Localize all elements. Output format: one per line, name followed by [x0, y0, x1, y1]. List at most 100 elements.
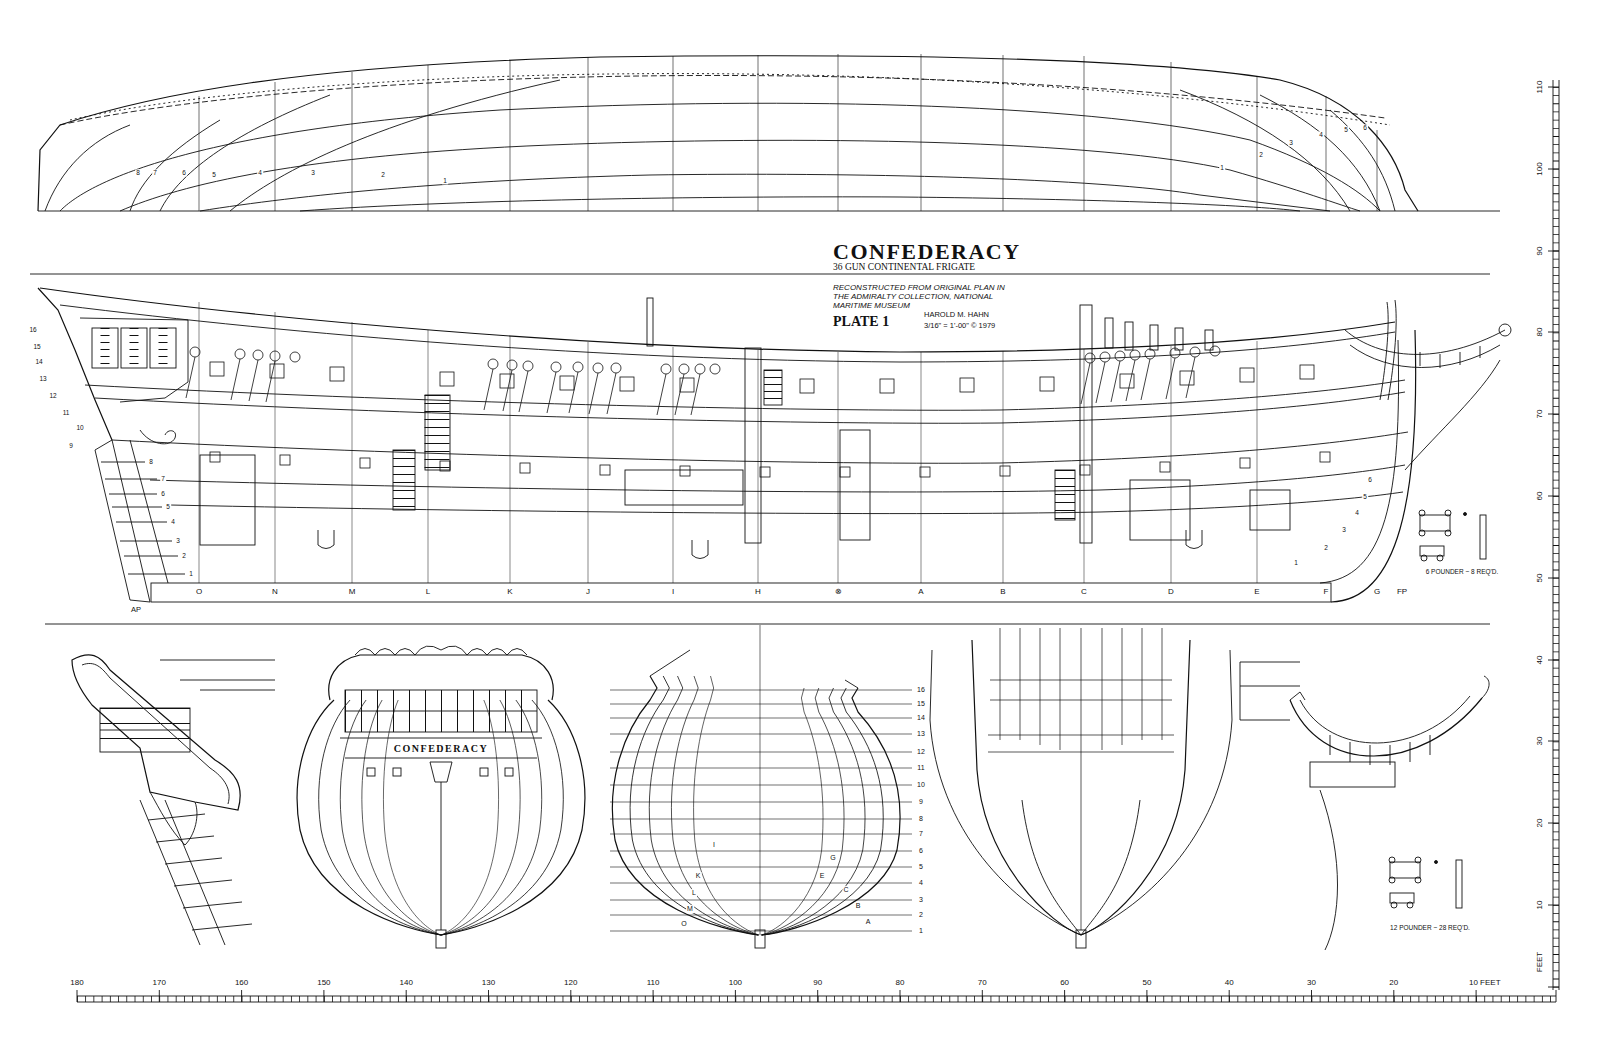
section-letter: G	[829, 854, 836, 862]
scale-number: 70	[1536, 409, 1545, 420]
station-letter: J	[585, 588, 591, 597]
scale-number: 150	[316, 979, 331, 988]
line-number: 5	[1362, 493, 1368, 500]
line-number: 11	[62, 409, 71, 416]
scale-number: 10	[1536, 900, 1545, 911]
half-breadth-plan	[38, 54, 1500, 211]
waterline-number: 16	[916, 686, 926, 694]
scale-number: 50	[1141, 979, 1152, 988]
scale-number: 100	[728, 979, 743, 988]
section-letter: L	[691, 889, 697, 897]
line-number: 6	[1362, 124, 1368, 131]
scale-number: 40	[1224, 979, 1235, 988]
frame-lines	[30, 274, 1490, 624]
scale-number: 50	[1536, 572, 1545, 583]
scale-number: 100	[1536, 161, 1545, 176]
station-letter: O	[195, 588, 203, 597]
scale-number: 70	[977, 979, 988, 988]
station-letter: AP	[130, 606, 142, 614]
station-letter: C	[1080, 588, 1088, 597]
gun-6-pounder-icon	[1419, 510, 1486, 561]
scale-number: 10 FEET	[1468, 979, 1502, 988]
waterline-number: 8	[918, 815, 924, 823]
line-number: 3	[1288, 139, 1294, 146]
line-number: 13	[38, 375, 47, 382]
scale-number: 40	[1536, 654, 1545, 665]
scale-bars	[77, 80, 1559, 1002]
subtitle: 36 GUN CONTINENTAL FRIGATE	[832, 262, 976, 272]
station-letter: FP	[1396, 588, 1408, 597]
scale-unit: FEET	[1536, 951, 1545, 973]
waterline-number: 4	[918, 879, 924, 887]
scale-number: 160	[234, 979, 249, 988]
line-number: 5	[211, 171, 217, 178]
bow-view	[930, 628, 1232, 948]
line-number: 8	[135, 169, 141, 176]
scale-number: 30	[1306, 979, 1317, 988]
line-number: 4	[1354, 509, 1360, 516]
scale-number: 30	[1536, 736, 1545, 747]
head-view	[1240, 662, 1489, 950]
line-number: 8	[148, 458, 154, 465]
line-number: 12	[48, 392, 57, 399]
gun-note: 12 POUNDER ~ 28 REQ'D.	[1389, 924, 1471, 931]
waterline-number: 3	[918, 896, 924, 904]
scale-number: 180	[69, 979, 84, 988]
scale-number: 90	[1536, 245, 1545, 256]
waterline-number: 5	[918, 863, 924, 871]
source-note: RECONSTRUCTED FROM ORIGINAL PLAN IN THE …	[832, 284, 1014, 310]
station-letter: K	[506, 588, 513, 597]
station-letter: B	[999, 588, 1006, 597]
line-number: 1	[1219, 164, 1225, 171]
scale-number: 20	[1536, 818, 1545, 829]
body-plan	[610, 625, 912, 948]
waterline-number: 2	[918, 911, 924, 919]
line-number: 2	[1323, 544, 1329, 551]
waterline-number: 1	[918, 927, 924, 935]
line-number: 2	[380, 171, 386, 178]
scale-number: 140	[399, 979, 414, 988]
scale-note: 3/16" = 1'-00" © 1979	[923, 322, 996, 330]
scale-number: 20	[1388, 979, 1399, 988]
line-number: 5	[1343, 126, 1349, 133]
station-letter: A	[917, 588, 924, 597]
line-number: 6	[160, 490, 166, 497]
waterline-number: 7	[918, 830, 924, 838]
station-letter: I	[671, 588, 675, 597]
section-letter: M	[686, 905, 694, 913]
waterline-number: 13	[916, 730, 926, 738]
scale-number: 170	[152, 979, 167, 988]
line-number: 2	[181, 552, 187, 559]
line-number: 15	[32, 343, 41, 350]
scale-number: 60	[1059, 979, 1070, 988]
author-name: HAROLD M. HAHN	[923, 311, 990, 319]
section-letter: B	[855, 902, 862, 910]
line-number: 4	[257, 169, 263, 176]
profile-view	[38, 288, 1511, 602]
plan-title: CONFEDERACY	[832, 240, 1022, 264]
line-number: 9	[68, 442, 74, 449]
line-number: 3	[310, 169, 316, 176]
waterline-number: 10	[916, 781, 926, 789]
station-letter: E	[1253, 588, 1260, 597]
line-number: 1	[1293, 559, 1299, 566]
waterline-number: 14	[916, 714, 926, 722]
scale-number: 80	[895, 979, 906, 988]
plate-number: PLATE 1	[832, 314, 890, 329]
line-number: 7	[152, 169, 158, 176]
scale-number: 60	[1536, 491, 1545, 502]
stern-view	[297, 646, 585, 948]
station-letter: N	[271, 588, 279, 597]
section-letter: A	[865, 918, 872, 926]
line-number: 1	[188, 570, 194, 577]
scale-number: 130	[481, 979, 496, 988]
station-letter: L	[425, 588, 431, 597]
line-number: 7	[160, 475, 166, 482]
line-number: 4	[170, 518, 176, 525]
station-letter: F	[1323, 588, 1330, 597]
waterline-number: 6	[918, 847, 924, 855]
gun-12-pounder-icon	[1389, 857, 1462, 908]
line-number: 3	[1341, 526, 1347, 533]
